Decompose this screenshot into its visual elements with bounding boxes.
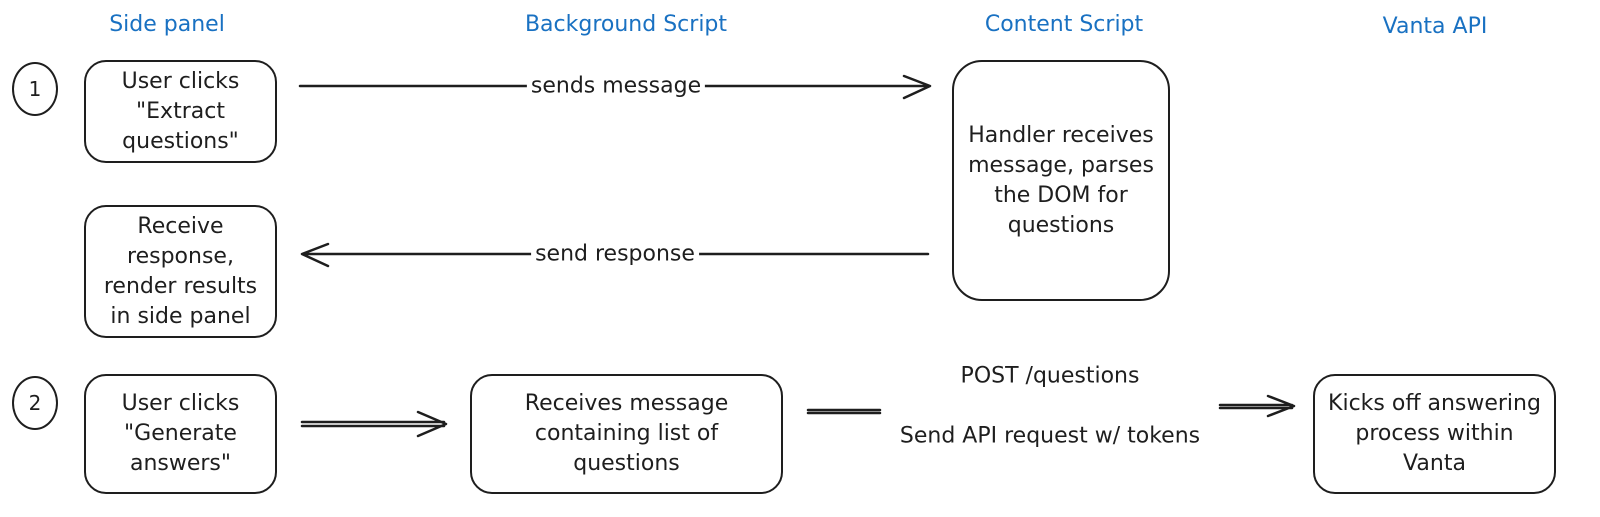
box-line: Vanta <box>1403 451 1466 476</box>
label-sends-message: sends message <box>526 73 706 99</box>
column-header-content-script: Content Script <box>984 12 1144 37</box>
column-header-background-script: Background Script <box>524 12 728 37</box>
box-line: "Extract <box>136 98 225 124</box>
box-line: "Generate <box>124 421 237 446</box>
step-1-marker: 1 <box>12 62 58 116</box>
box-receive-response: Receive response, render results in side… <box>84 205 277 338</box>
box-line: Receive <box>137 213 224 239</box>
box-line: response, <box>127 243 234 269</box>
column-header-vanta-api: Vanta API <box>1382 14 1488 39</box>
box-handler-receives: Handler receives message, parses the DOM… <box>952 60 1170 301</box>
label-send-response: send response <box>531 241 699 267</box>
box-line: questions <box>573 451 680 476</box>
label-post-questions: POST /questions <box>960 363 1140 389</box>
box-line: render results <box>103 273 258 299</box>
box-line: Handler receives <box>968 122 1154 148</box>
box-line: containing list of <box>534 421 719 446</box>
box-receives-message: Receives message containing list of ques… <box>470 374 783 494</box>
box-line: Kicks off answering <box>1328 391 1541 416</box>
box-kicks-off: Kicks off answering process within Vanta <box>1313 374 1556 494</box>
box-line: process within <box>1355 421 1514 446</box>
arrow-generate-to-background <box>300 410 448 438</box>
box-user-clicks-extract: User clicks "Extract questions" <box>84 60 277 163</box>
box-line: questions <box>1007 212 1115 238</box>
arrow-background-to-api-start <box>806 408 882 415</box>
box-line: User clicks <box>121 391 240 416</box>
box-line: in side panel <box>110 303 251 329</box>
arrow-api-to-vanta <box>1218 394 1296 418</box>
box-line: questions" <box>122 128 239 154</box>
column-header-side-panel: Side panel <box>109 12 225 37</box>
box-user-clicks-generate: User clicks "Generate answers" <box>84 374 277 494</box>
step-2-marker: 2 <box>12 376 58 430</box>
label-send-api-request: Send API request w/ tokens <box>899 423 1201 449</box>
box-line: User clicks <box>121 68 240 94</box>
box-line: answers" <box>129 451 232 476</box>
box-line: message, parses <box>968 152 1154 178</box>
box-line: the DOM for <box>994 182 1128 208</box>
box-line: Receives message <box>524 391 729 416</box>
